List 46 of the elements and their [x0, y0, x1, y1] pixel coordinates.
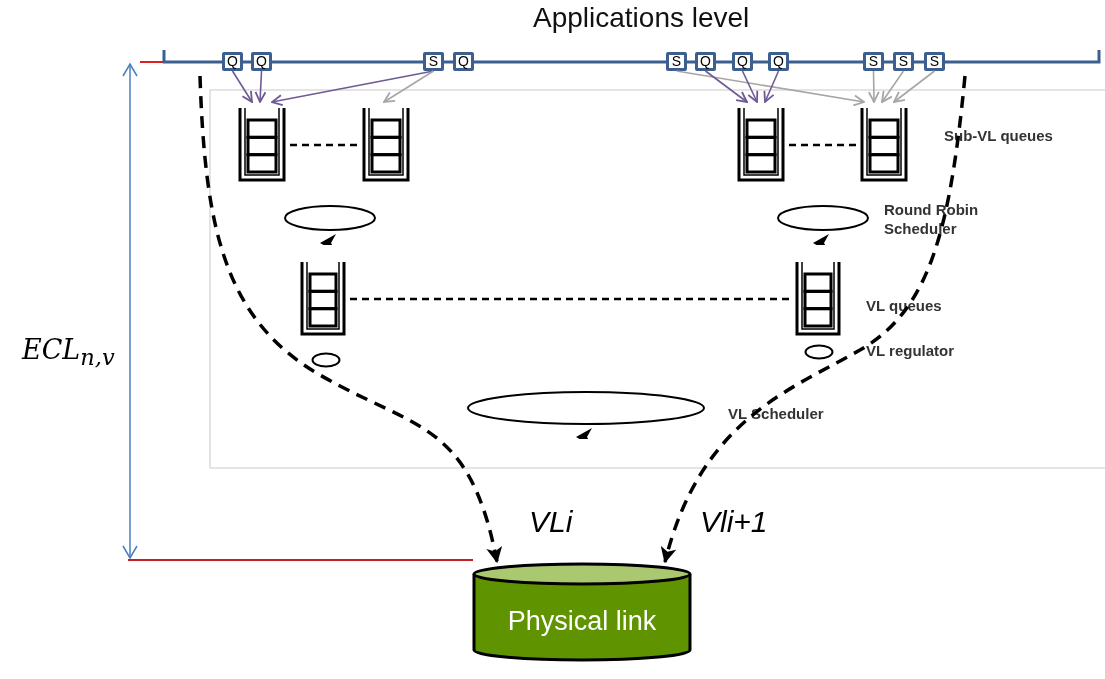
queue-icon: [860, 108, 908, 182]
queue-icon: [795, 262, 841, 336]
port-tag: S: [924, 52, 945, 71]
row-label: VL Scheduler: [728, 404, 824, 423]
ellipsis-line: [789, 143, 856, 147]
queue-icon: [362, 108, 410, 182]
port-tag: Q: [768, 52, 789, 71]
port-tag: Q: [695, 52, 716, 71]
row-label: Sub-VL queues: [944, 126, 1053, 145]
queue-icon: [238, 108, 286, 182]
ellipsis-line: [290, 143, 358, 147]
arrow: [254, 70, 267, 103]
arrow: [763, 70, 780, 103]
port-tag: S: [863, 52, 884, 71]
arrow: [867, 70, 880, 103]
arrow: [271, 70, 435, 106]
flow-arrow: [198, 75, 502, 564]
port-tag: Q: [222, 52, 243, 71]
queue-icon: [300, 262, 346, 336]
port-tag: S: [893, 52, 914, 71]
regulator-ellipse: [311, 352, 341, 368]
scheduler-loop-icon: [283, 203, 377, 245]
ellipsis-line: [350, 297, 791, 301]
dimension-label: ECL$_{n,v}$: [22, 333, 115, 373]
port-tag: Q: [453, 52, 474, 71]
arrow: [383, 70, 435, 103]
arrow: [741, 70, 759, 103]
arrow: [675, 70, 865, 107]
regulator-ellipse: [804, 344, 834, 360]
port-tag: Q: [251, 52, 272, 71]
port-tag: Q: [732, 52, 753, 71]
level-title: Applications level: [533, 2, 750, 34]
arrow: [893, 70, 936, 103]
arrow: [231, 70, 253, 103]
port-tag: S: [666, 52, 687, 71]
arrow: [704, 70, 748, 103]
port-tag: S: [423, 52, 444, 71]
row-label: VL queues: [866, 296, 942, 315]
scheduler-loop-icon: [466, 389, 706, 439]
link-label: Physical link: [506, 606, 658, 637]
queue-icon: [737, 108, 785, 182]
row-label: VL regulator: [866, 341, 955, 360]
flow-arrow: [661, 75, 967, 564]
row-label: Round Robin Scheduler: [884, 200, 980, 238]
scheduler-loop-icon: [776, 203, 870, 245]
arrow: [881, 70, 905, 103]
